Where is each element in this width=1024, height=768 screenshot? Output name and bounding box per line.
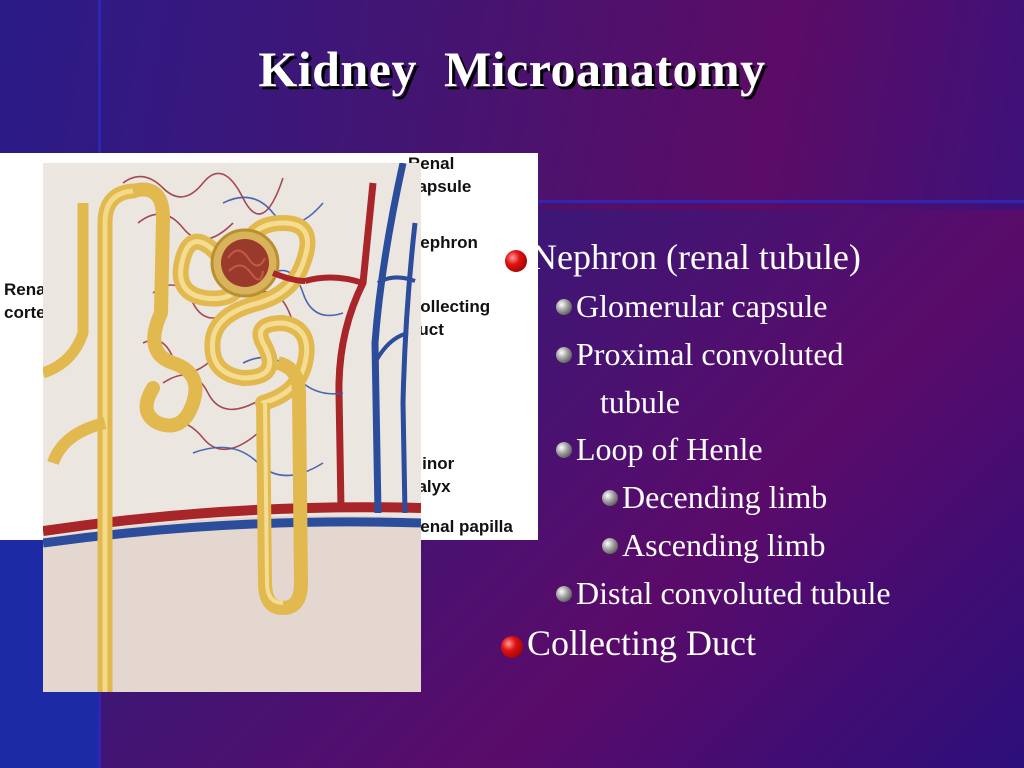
nephron-drawing	[43, 163, 421, 692]
gray-bullet-icon	[556, 347, 572, 363]
bullet-item-tubule-continuation: tubule	[600, 384, 680, 421]
label-minor-calyx: Minor calyx	[408, 454, 455, 496]
label-renal-cortex: Renal cortex	[4, 280, 44, 322]
bullet-text: Glomerular capsule	[576, 288, 828, 324]
bullet-text: Decending limb	[622, 479, 828, 515]
bullet-item-decending-limb: Decending limb	[602, 479, 828, 516]
bullet-item-nephron: Nephron (renal tubule)	[505, 236, 861, 278]
bullet-item-distal-convoluted: Distal convoluted tubule	[556, 575, 891, 612]
red-bullet-icon	[501, 636, 523, 658]
label-renal-papilla: Renal papilla	[408, 517, 513, 536]
label-renal-capsule: Renal capsule	[408, 154, 472, 196]
bullet-item-glomerular-capsule: Glomerular capsule	[556, 288, 828, 325]
bullet-text: Ascending limb	[622, 527, 826, 563]
bullet-item-ascending-limb: Ascending limb	[602, 527, 826, 564]
slide-title: Kidney Microanatomy	[258, 41, 766, 97]
bullet-item-loop-of-henle: Loop of Henle	[556, 431, 763, 468]
bullet-item-proximal-convoluted: Proximal convoluted	[556, 336, 844, 373]
label-nephron: Nephron	[408, 233, 478, 252]
gray-bullet-icon	[602, 490, 618, 506]
background-horizontal-line	[98, 200, 1024, 203]
gray-bullet-icon	[602, 538, 618, 554]
label-collecting-duct: Collecting duct	[408, 297, 491, 339]
bullet-item-collecting-duct: Collecting Duct	[501, 622, 756, 664]
bullet-text: Loop of Henle	[576, 431, 763, 467]
bullet-text: Collecting Duct	[527, 623, 756, 663]
bullet-text: Distal convoluted tubule	[576, 575, 891, 611]
nephron-illustration	[43, 163, 421, 692]
gray-bullet-icon	[556, 442, 572, 458]
bullet-text: tubule	[600, 384, 680, 420]
red-bullet-icon	[505, 250, 527, 272]
gray-bullet-icon	[556, 299, 572, 315]
bullet-text: Proximal convoluted	[576, 336, 844, 372]
bullet-text: Nephron (renal tubule)	[531, 237, 861, 277]
gray-bullet-icon	[556, 586, 572, 602]
